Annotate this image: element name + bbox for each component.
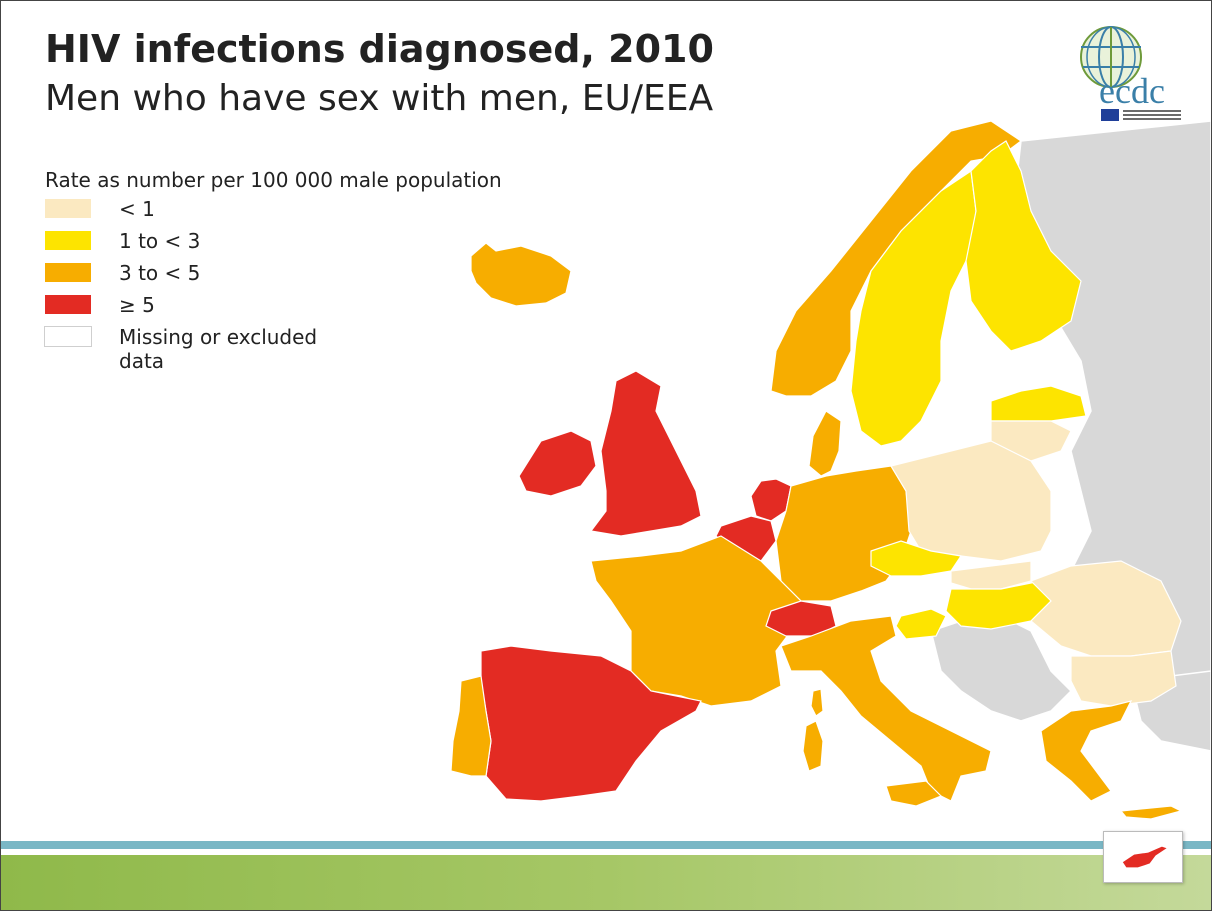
region-denmark (808, 410, 842, 477)
region-slovenia (895, 608, 947, 640)
legend-label: < 1 (119, 197, 155, 221)
region-germany (775, 465, 912, 602)
cyprus-map (1121, 845, 1170, 869)
footer-stripe-green (1, 855, 1211, 910)
footer-bar (1, 841, 1211, 910)
region-crete (1119, 805, 1183, 820)
region-corsica (810, 688, 824, 717)
region-ireland (518, 430, 597, 497)
legend-item-lt1: < 1 (45, 197, 545, 229)
cyprus-inset (1103, 831, 1183, 883)
ecdc-logo-text: ecdc (1099, 71, 1165, 111)
region-sicily (885, 780, 943, 807)
region-sweden (850, 169, 977, 447)
region-finland (965, 140, 1082, 352)
legend-item-3to5: 3 to < 5 (45, 261, 545, 293)
region-uk (589, 370, 702, 537)
legend-swatch (45, 295, 91, 314)
region-greece (1040, 700, 1133, 802)
legend-swatch (44, 326, 92, 347)
region-iceland (470, 242, 572, 307)
footer-stripe-white (1, 849, 1211, 855)
region-sardinia (802, 720, 824, 772)
europe-map (450, 120, 1211, 820)
region-bulgaria (1070, 650, 1177, 707)
legend-label: Missing or excluded data (119, 325, 318, 373)
region-portugal (450, 675, 492, 777)
legend-label: ≥ 5 (119, 293, 155, 317)
ecdc-logo: ecdc (1080, 26, 1181, 121)
legend-label: 3 to < 5 (119, 261, 201, 285)
region-slovakia (950, 560, 1032, 590)
region-italy (780, 615, 992, 802)
region-poland (890, 440, 1052, 562)
legend-swatch (45, 231, 91, 250)
region-france (590, 535, 802, 707)
globe-icon (1080, 26, 1142, 88)
legend-item-1to3: 1 to < 3 (45, 229, 545, 261)
region-cyprus (1121, 845, 1170, 869)
legend-swatch (45, 263, 91, 282)
slide-subtitle: Men who have sex with men, EU/EEA (45, 78, 714, 119)
legend-item-missing: Missing or excluded data (44, 325, 545, 385)
legend-item-ge5: ≥ 5 (45, 293, 545, 325)
legend-label: 1 to < 3 (119, 229, 201, 253)
legend-title: Rate as number per 100 000 male populati… (45, 168, 502, 192)
region-latvia (990, 385, 1087, 422)
slide-title: HIV infections diagnosed, 2010 (45, 27, 714, 71)
map-legend: Rate as number per 100 000 male populati… (44, 167, 545, 385)
legend-swatch (45, 199, 91, 218)
footer-stripe-teal (1, 841, 1211, 849)
